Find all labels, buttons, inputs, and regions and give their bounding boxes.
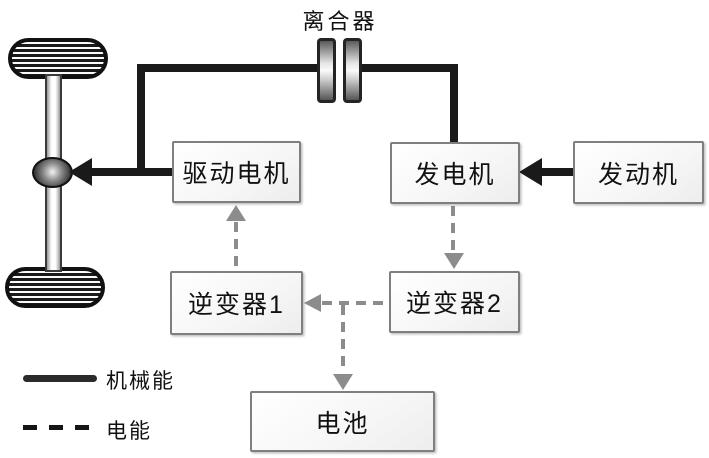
mech-line-clutch-to-corner	[362, 64, 458, 72]
differential-icon	[32, 157, 73, 188]
mech-line-motor-to-diff	[86, 168, 172, 176]
elec-line-to-battery	[341, 305, 345, 373]
node-drive-motor: 驱动电机	[172, 141, 301, 203]
drive-motor-label: 驱动电机	[182, 160, 291, 188]
elec-line-inverter2-to-inverter1	[322, 301, 390, 305]
inverter2-label: 逆变器2	[406, 290, 503, 318]
arrowhead-into-generator-icon	[519, 158, 542, 186]
legend-electrical-label: 电能	[106, 420, 152, 443]
node-inverter1: 逆变器1	[170, 271, 303, 335]
generator-label: 发电机	[414, 161, 496, 189]
arrowhead-into-inverter1-icon	[304, 294, 321, 312]
arrowhead-into-drive-motor-icon	[226, 205, 246, 221]
inverter1-label: 逆变器1	[188, 291, 285, 319]
engine-label: 发动机	[597, 160, 679, 189]
legend-mechanical-label: 机械能	[106, 370, 175, 393]
mech-line-engine-to-generator	[540, 168, 573, 176]
clutch-plate-right-icon	[343, 38, 362, 103]
node-battery: 电池	[250, 391, 435, 452]
elec-line-inverter1-to-motor	[234, 222, 238, 271]
node-engine: 发动机	[573, 141, 704, 204]
clutch-label: 离合器	[302, 9, 378, 34]
battery-label: 电池	[315, 409, 370, 438]
wheel-top-icon	[8, 38, 108, 79]
wheel-bottom-icon	[5, 267, 105, 308]
arrowhead-into-battery-icon	[333, 374, 353, 390]
mech-line-axle-to-clutch	[137, 64, 317, 72]
mech-line-vertical-left	[137, 64, 145, 176]
legend-dashed-line-icon	[23, 425, 99, 430]
clutch-plate-left-icon	[317, 38, 336, 103]
elec-line-generator-to-inverter2	[451, 206, 455, 254]
arrowhead-into-inverter2-icon	[444, 253, 464, 269]
node-generator: 发电机	[390, 142, 520, 204]
mech-line-down-to-generator	[450, 64, 458, 142]
node-inverter2: 逆变器2	[389, 271, 520, 333]
legend-solid-line-icon	[23, 375, 97, 382]
arrowhead-into-differential-icon	[69, 158, 92, 186]
